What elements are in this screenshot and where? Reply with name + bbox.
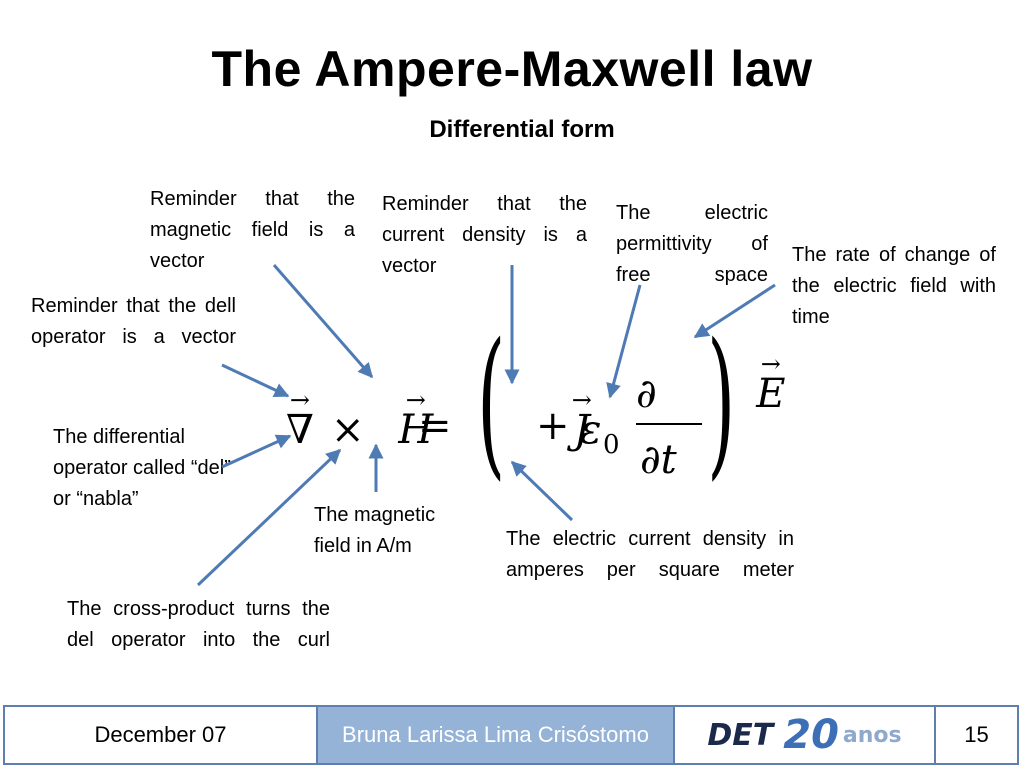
slide-footer: December 07 Bruna Larissa Lima Crisóstom… [3, 705, 1019, 765]
note-cross-product: The cross-product turns the del operator… [67, 598, 330, 651]
arrow-permittivity [606, 284, 642, 399]
page-number: 15 [964, 722, 989, 747]
arrow-magnetic-vector [272, 264, 374, 379]
note-del-nabla: The differential operator called “del” o… [53, 426, 231, 510]
epsilon-subscript: 0 [603, 430, 620, 460]
arrow-cross-product [196, 448, 342, 587]
page-subtitle: Differential form [429, 116, 615, 143]
h-symbol: H [398, 410, 433, 450]
note-magnetic-field: The magnetic field in A/m [314, 504, 436, 557]
note-magnetic-vector: Reminder that the magnetic field is a ve… [150, 188, 355, 272]
note-dell-vector: Reminder that the dell operator is a vec… [31, 295, 236, 348]
equation: ∇ × H = ( J + ε 0 ∂ E ∂t ) [0, 0, 1024, 482]
arrow-del-nabla [221, 434, 292, 469]
partial-numerator: ∂ [636, 371, 657, 417]
plus-symbol: + [536, 403, 570, 449]
left-paren: ( [477, 308, 506, 495]
logo-20-text: 20 [783, 712, 839, 758]
e-symbol: E [756, 374, 785, 414]
arrow-current-density [510, 460, 574, 522]
footer-date: December 07 [5, 707, 318, 763]
note-permittivity: The electric permittivity of free space [616, 202, 768, 286]
cross-symbol: × [331, 407, 365, 453]
right-paren: ) [707, 308, 736, 495]
det-logo: DET 20 anos [675, 707, 936, 763]
note-current-density: The electric current density in amperes … [506, 528, 794, 581]
epsilon-symbol: ε [580, 407, 602, 453]
arrow-rate-of-change [693, 283, 776, 339]
arrow-dell-vector [221, 363, 290, 398]
note-rate-of-change: The rate of change of the electric field… [792, 244, 996, 328]
j-symbol: J [574, 410, 590, 450]
page-title: The Ampere-Maxwell law [211, 41, 813, 97]
note-current-vector: Reminder that the current density is a v… [382, 193, 587, 277]
fraction-bar [636, 423, 702, 425]
equals-symbol: = [418, 403, 452, 449]
logo-det-text: DET [707, 717, 774, 753]
partial-denominator: ∂t [640, 437, 677, 483]
footer-author: Bruna Larissa Lima Crisóstomo [318, 707, 675, 763]
logo-anos-text: anos [842, 722, 902, 748]
